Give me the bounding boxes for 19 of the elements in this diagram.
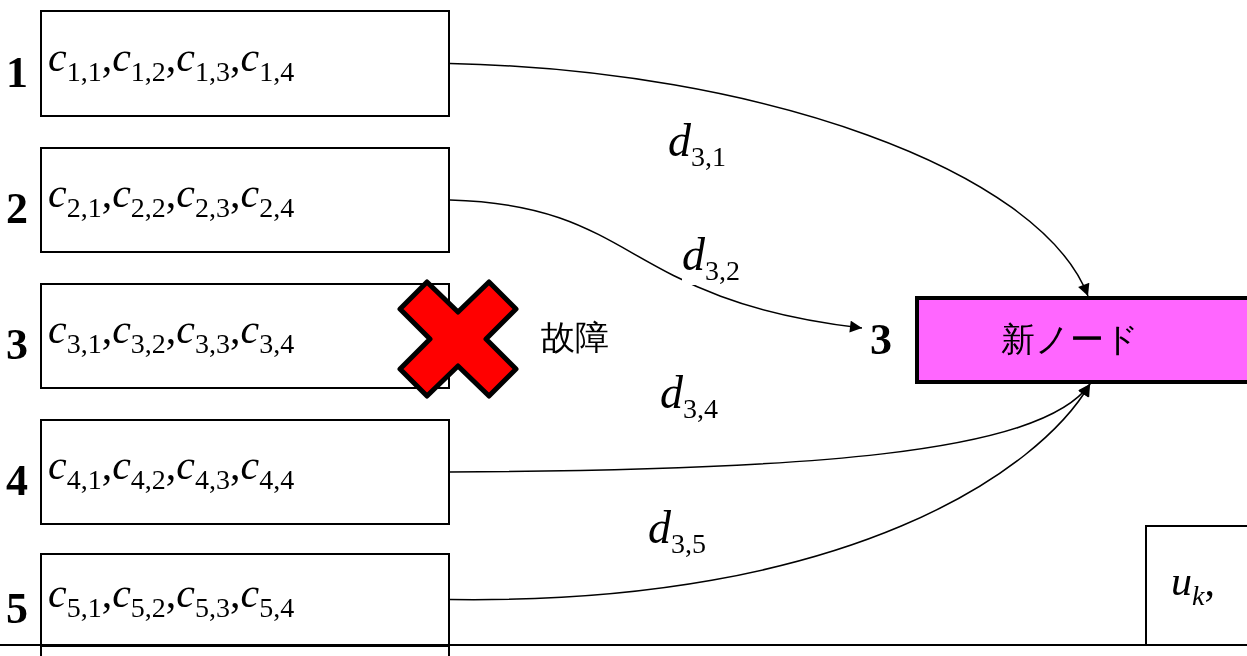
arrow — [449, 199, 863, 333]
row-number: 1 — [6, 50, 28, 95]
data-box — [1145, 525, 1247, 646]
node-number: 3 — [870, 318, 892, 362]
failure-label: 故障 — [541, 320, 609, 354]
formula: c$_{1,1}$,c$_{1,2}$,c$_{1,3}$,c$_{1,4}$ — [48, 35, 295, 86]
row-number: 2 — [6, 187, 28, 231]
row-number: 3 — [6, 323, 28, 367]
arrow — [449, 383, 1091, 473]
row-number: 4 — [6, 459, 28, 503]
row-number: 5 — [6, 586, 28, 631]
formula: c$_{2,1}$,c$_{2,2}$,c$_{2,3}$,c$_{2,4}$ — [48, 172, 295, 222]
arrow — [449, 383, 1091, 601]
arrow — [449, 62, 1089, 297]
node-label: 新ノード — [1001, 322, 1139, 356]
formula: c$_{3,1}$,c$_{3,2}$,c$_{3,3}$,c$_{3,4}$ — [48, 308, 295, 358]
formula: c$_{4,1}$,c$_{4,2}$,c$_{4,3}$,c$_{4,4}$ — [48, 444, 295, 494]
formula: u$_{k}$, — [1171, 559, 1215, 610]
formula: c$_{5,1}$,c$_{5,2}$,c$_{5,3}$,c$_{5,4}$ — [48, 571, 295, 622]
